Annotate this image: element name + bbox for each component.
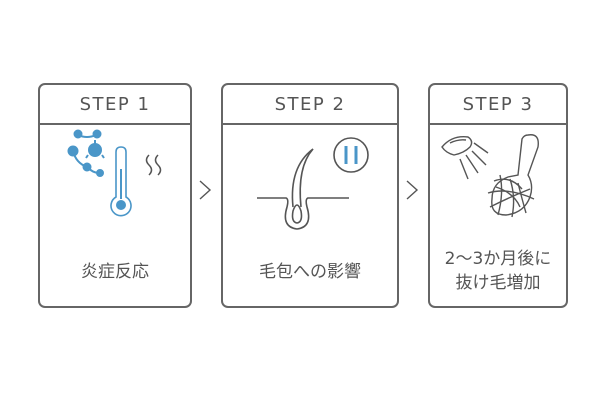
- step-1-caption: 炎症反応: [81, 262, 149, 282]
- step-2-caption: 毛包への影響: [259, 262, 361, 282]
- hair-follicle-pause-icon: [223, 127, 397, 237]
- step-1-header: STEP 1: [40, 85, 190, 125]
- arrow-right-icon: [196, 178, 216, 202]
- shower-brush-hair-loss-icon: [430, 127, 566, 237]
- arrow-right-icon: [403, 178, 423, 202]
- inflammation-thermometer-icon: [40, 127, 190, 237]
- step-3-caption-line-1: 2〜3か月後に: [444, 249, 552, 269]
- step-3-card: STEP 3: [428, 83, 568, 308]
- step-3-caption-line-2: 抜け毛増加: [455, 273, 541, 293]
- step-3-header: STEP 3: [430, 85, 566, 125]
- step-2-header: STEP 2: [223, 85, 397, 125]
- step-1-card: STEP 1: [38, 83, 192, 308]
- step-2-card: STEP 2 毛包への影響: [221, 83, 399, 308]
